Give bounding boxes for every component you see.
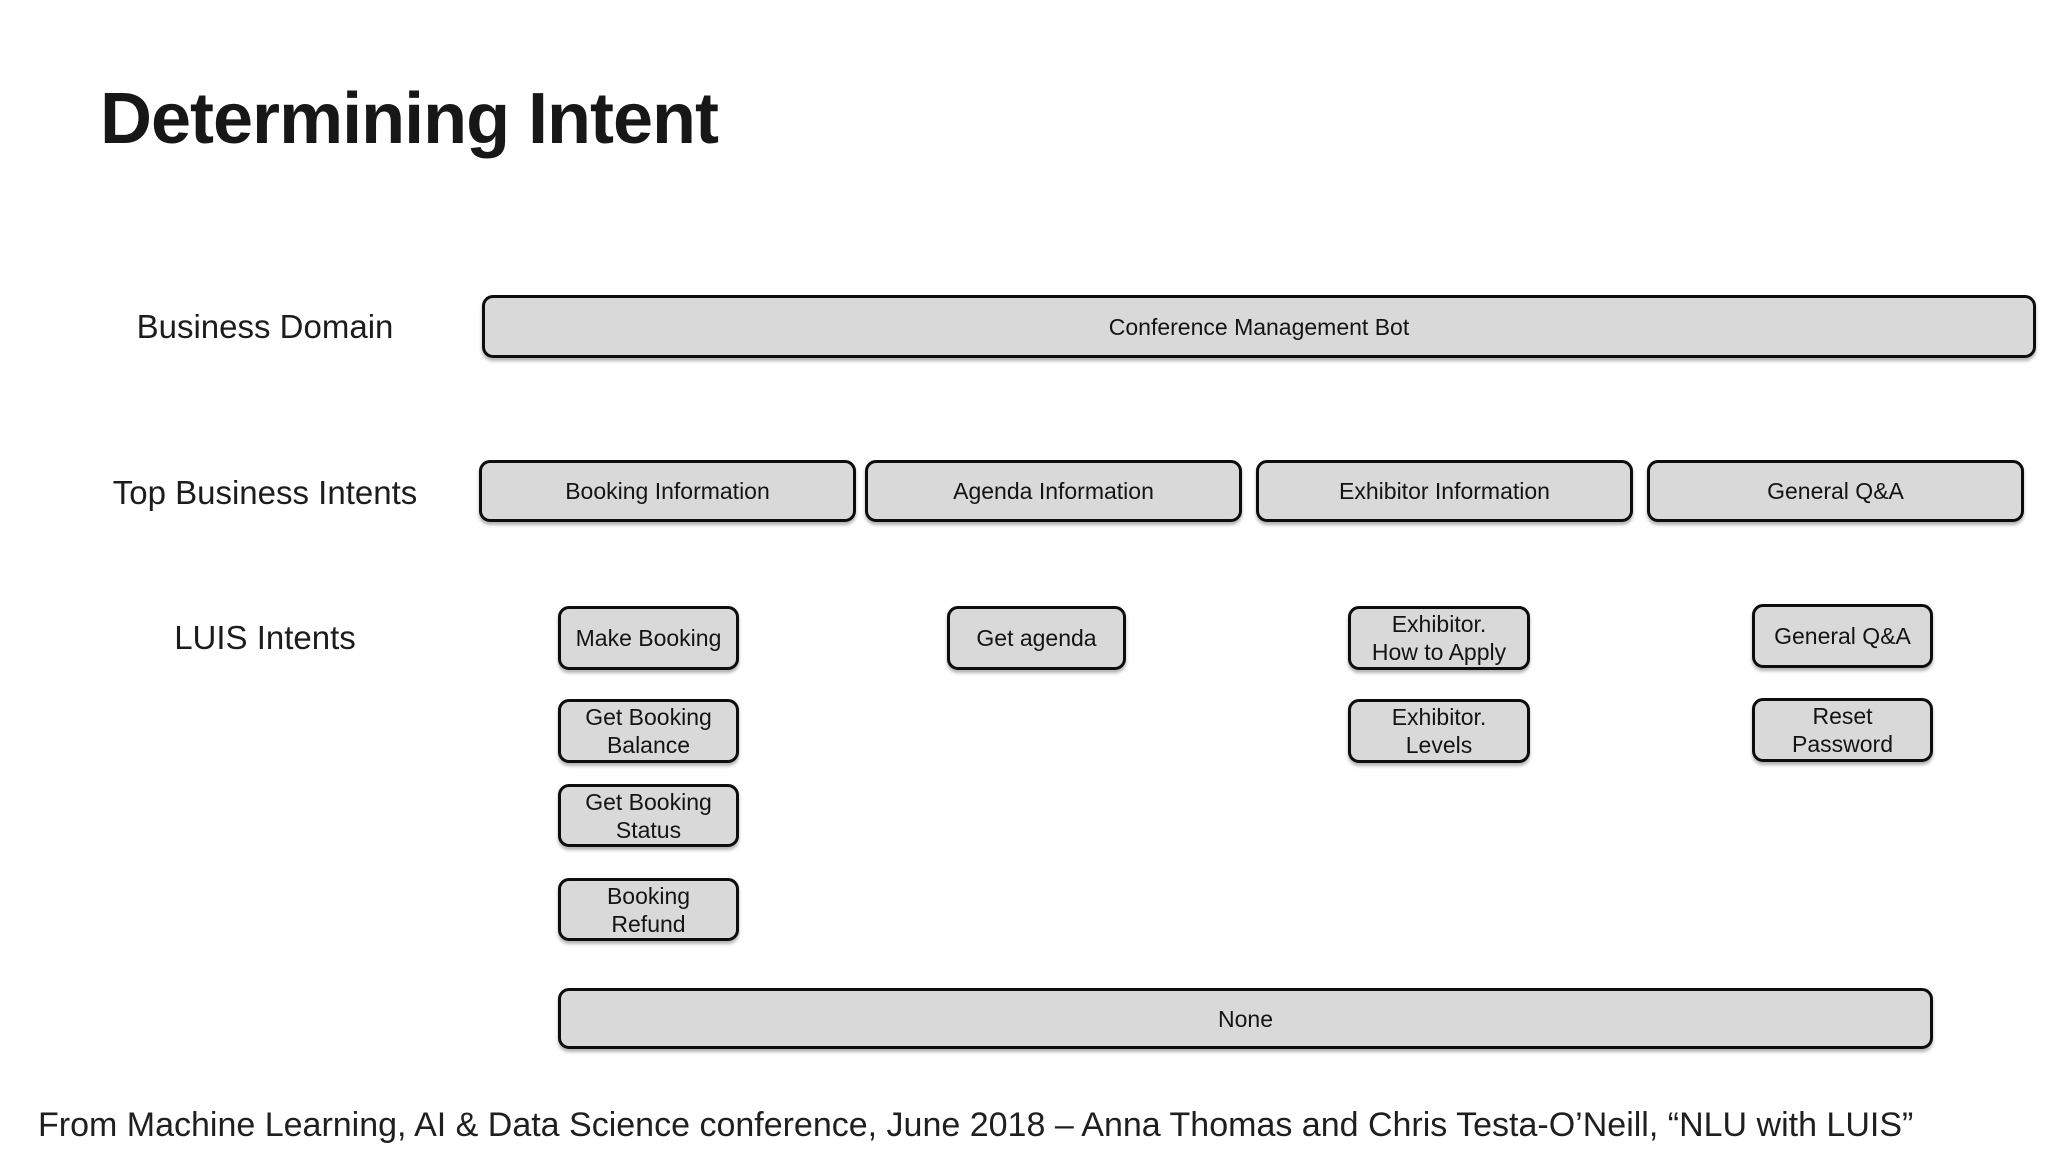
label-luis-intents: LUIS Intents [174,618,356,656]
box-booking-information-label: Booking Information [565,478,770,504]
box-none-label: None [1218,1005,1273,1032]
box-booking-refund: Booking Refund [558,878,739,941]
box-exhibitor-how-to-apply: Exhibitor. How to Apply [1348,606,1530,670]
box-general-qa-top: General Q&A [1647,460,2024,522]
box-general-qa-luis: General Q&A [1752,604,1933,668]
box-get-agenda: Get agenda [947,606,1126,670]
box-reset-password: Reset Password [1752,698,1933,762]
box-agenda-information: Agenda Information [865,460,1242,522]
box-exhibitor-information: Exhibitor Information [1256,460,1633,522]
box-conference-management-bot-label: Conference Management Bot [1108,313,1410,340]
footer-attribution: From Machine Learning, AI & Data Science… [38,1106,1914,1144]
box-get-booking-balance: Get Booking Balance [558,699,739,763]
label-top-business-intents: Top Business Intents [112,474,418,511]
box-exhibitor-levels: Exhibitor. Levels [1348,699,1530,763]
box-booking-information: Booking Information [479,460,856,522]
box-exhibitor-information-label: Exhibitor Information [1339,478,1550,504]
box-get-booking-status: Get Booking Status [558,784,739,847]
box-agenda-information-label: Agenda Information [953,478,1154,504]
box-general-qa-top-label: General Q&A [1767,478,1904,504]
page-title: Determining Intent [100,79,719,159]
label-business-domain: Business Domain [136,307,394,345]
box-conference-management-bot: Conference Management Bot [482,295,2036,358]
box-none: None [558,988,1933,1049]
box-make-booking: Make Booking [558,606,739,670]
